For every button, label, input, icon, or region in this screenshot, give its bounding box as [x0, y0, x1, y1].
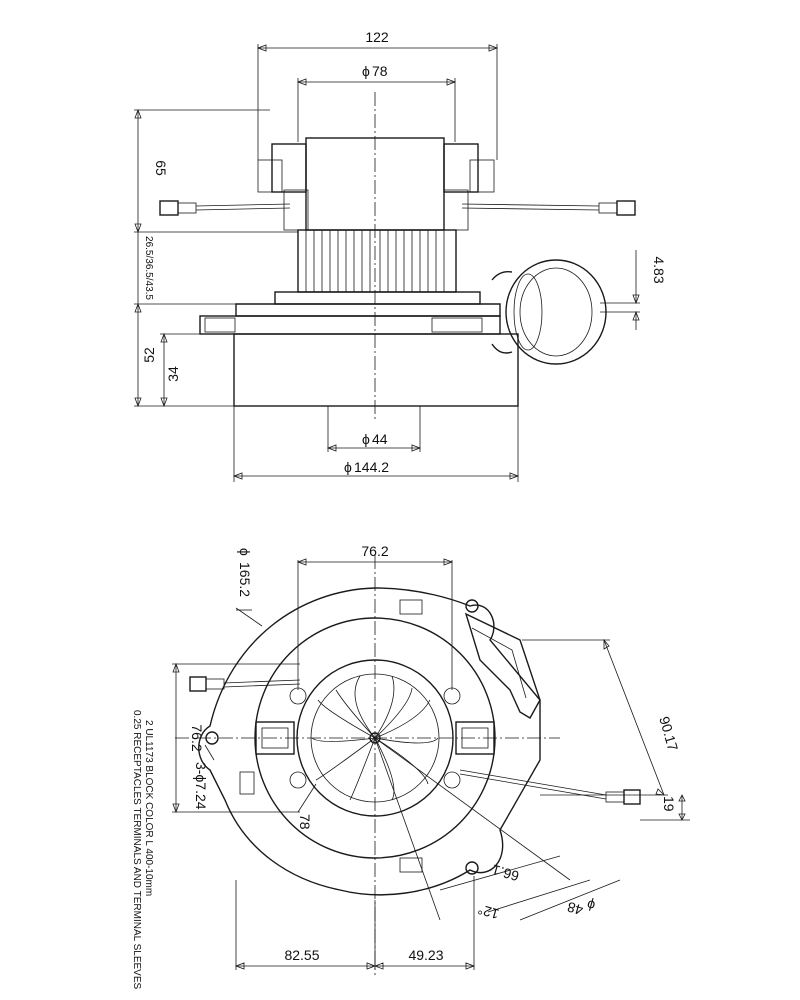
- dim-outer-diameter: 165.2: [237, 562, 253, 597]
- mount-hole-bottom: [465, 861, 479, 875]
- fan-housing: [233, 333, 519, 407]
- terminal-left: [159, 200, 179, 216]
- dim-phi-symbol-top: ϕ: [362, 63, 370, 79]
- dim-left-extent: 82.55: [284, 947, 319, 963]
- brush-holder-left: [271, 143, 307, 193]
- mounting-flange: [199, 315, 501, 335]
- note-terminals: 0.25 RECEPTACLES TERMINALS AND TERMINAL …: [131, 710, 142, 990]
- brush-holder-right: [443, 143, 479, 193]
- mount-hole-top: [465, 599, 479, 613]
- terminal-right: [616, 200, 636, 216]
- dim-outlet-angle: 12°: [476, 901, 501, 922]
- dim-bottom-diameter: 44: [372, 431, 388, 447]
- brush-left: [255, 721, 295, 755]
- dim-bolt-circle-width: 76.2: [361, 543, 388, 559]
- dim-top-diameter: 78: [372, 63, 388, 79]
- dim-phi-symbol-flange: ϕ: [344, 459, 352, 475]
- fan-blades: [311, 675, 439, 801]
- mount-hole-left: [205, 731, 219, 745]
- dim-outlet-offset: 4.83: [651, 256, 667, 283]
- top-view: 76.2 ϕ 165.2 76.2 3-ϕ7.24 78 2 UL1173 BL…: [131, 543, 690, 990]
- brush-right: [455, 721, 495, 755]
- fan-housing-outline: [198, 587, 541, 896]
- dim-heights-stack: 26.5/36.5/43.5: [143, 236, 154, 300]
- dim-right-extent: 49.23: [408, 947, 443, 963]
- wire-terminal-left: [189, 676, 207, 692]
- dim-height-base: 34: [165, 366, 181, 382]
- note-wire: 2 UL1173 BLOCK COLOR L 400-10mm: [143, 720, 154, 896]
- side-view: 122 ϕ 78: [134, 29, 667, 482]
- dim-height-lower: 52: [141, 347, 157, 363]
- dim-bolt-circle-height: 76.2: [189, 724, 205, 751]
- dim-inner-diameter: 78: [297, 814, 313, 830]
- dim-phi-symbol-bottom: ϕ: [362, 431, 370, 447]
- dim-outlet-length: 90.17: [656, 715, 681, 753]
- dim-outlet-diameter: 48: [565, 899, 585, 919]
- dim-phi-symbol-outlet: ϕ: [585, 897, 597, 915]
- housing-inner-circle: [254, 617, 496, 859]
- dim-width-overall: 122: [365, 29, 389, 45]
- dim-phi-symbol-outer: ϕ: [237, 548, 253, 556]
- armature-circle: [296, 659, 454, 817]
- exhaust-outlet: [505, 259, 607, 365]
- dim-height-top: 65: [153, 160, 169, 176]
- outlet-channel: [464, 612, 541, 719]
- wire-terminal-right: [623, 789, 641, 805]
- dim-mount-holes: 3-ϕ7.24: [193, 762, 209, 810]
- dim-outlet-width: 19: [661, 796, 677, 812]
- dim-flange-diameter: 144.2: [354, 459, 389, 475]
- dim-outlet-offset: 66.1: [490, 862, 521, 885]
